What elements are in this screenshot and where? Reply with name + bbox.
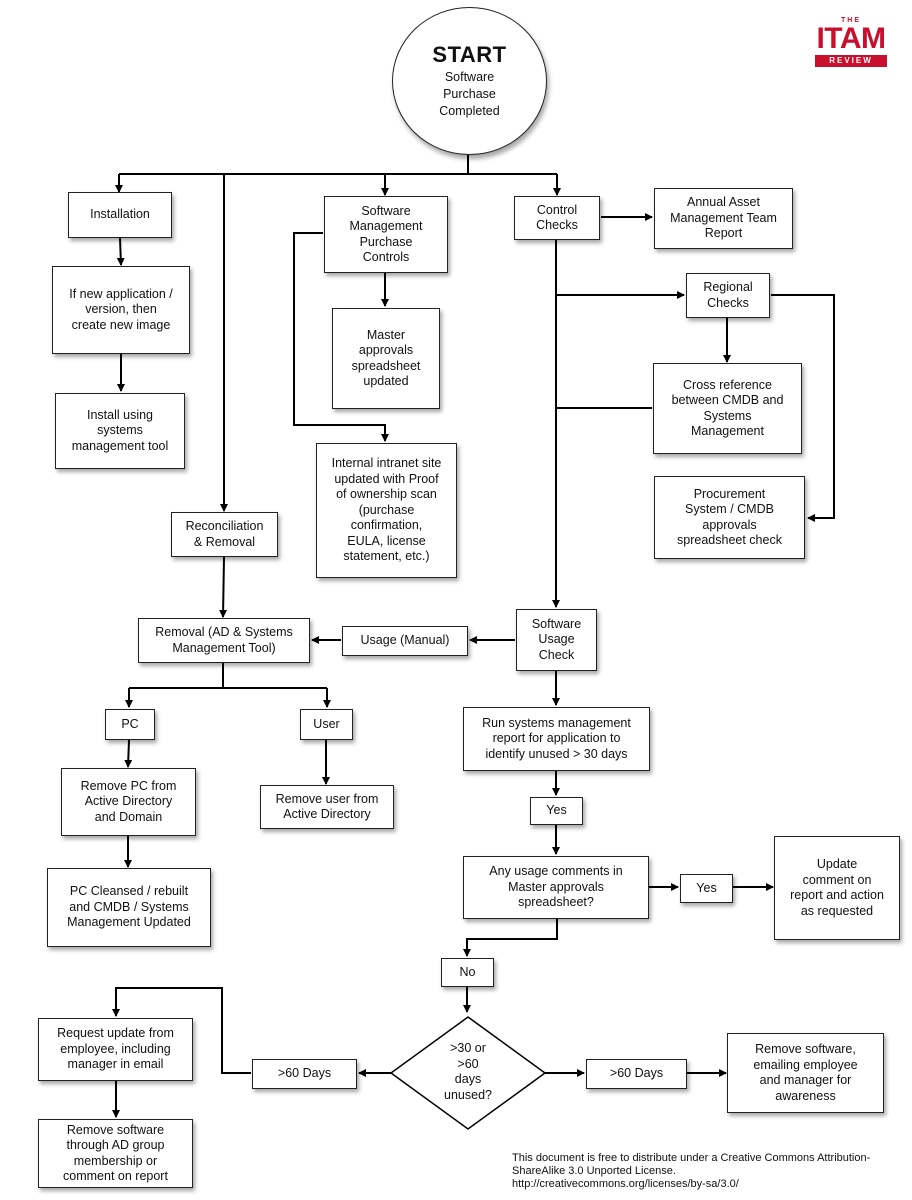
annual-report-box: Annual Asset Management Team Report [654, 188, 793, 249]
start-subtitle: Software Purchase Completed [439, 69, 500, 118]
install-tool-box: Install using systems management tool [55, 393, 185, 469]
request-update-box: Request update from employee, including … [38, 1018, 193, 1081]
removal-box: Removal (AD & Systems Management Tool) [138, 618, 310, 663]
start-title: START [432, 41, 507, 67]
right-60-days-box: >60 Days [586, 1059, 687, 1089]
regional-checks-box: Regional Checks [686, 273, 770, 318]
remove-software-box: Remove software, emailing employee and m… [727, 1033, 884, 1113]
license-url: http://creativecommons.org/licenses/by-s… [512, 1178, 739, 1190]
decision-diamond [389, 1016, 547, 1130]
purchase-controls-box: Software Management Purchase Controls [324, 196, 448, 273]
left-60-days-box: >60 Days [252, 1059, 357, 1089]
cross-reference-box: Cross reference between CMDB and Systems… [653, 363, 802, 454]
control-checks-box: Control Checks [514, 196, 600, 240]
logo-the-text: THE [841, 17, 861, 24]
license-notice: This document is free to distribute unde… [512, 1152, 907, 1191]
decision-label: >30 or >60 days unused? [444, 1041, 492, 1102]
usage-manual-box: Usage (Manual) [342, 626, 468, 656]
usage-check-box: Software Usage Check [516, 609, 597, 671]
new-image-box: If new application / version, then creat… [52, 266, 190, 354]
user-box: User [300, 709, 353, 740]
itam-review-logo: THE ITAM REVIEW [813, 17, 889, 72]
start-node: START Software Purchase Completed [392, 7, 547, 155]
logo-itam-text: ITAM [816, 22, 886, 55]
reconciliation-box: Reconciliation & Removal [171, 512, 278, 557]
intranet-box: Internal intranet site updated with Proo… [316, 443, 457, 578]
pc-box: PC [105, 709, 155, 740]
license-line-1: This document is free to distribute unde… [512, 1152, 871, 1164]
run-report-box: Run systems management report for applic… [463, 707, 650, 771]
pc-cleansed-box: PC Cleansed / rebuilt and CMDB / Systems… [47, 868, 211, 947]
installation-box: Installation [68, 192, 172, 238]
no-box: No [441, 958, 494, 987]
license-line-2: ShareAlike 3.0 Unported License. [512, 1165, 676, 1177]
logo-review-text: REVIEW [815, 55, 887, 67]
yes-box-1: Yes [530, 797, 583, 825]
yes-box-2: Yes [680, 874, 733, 903]
usage-comments-box: Any usage comments in Master approvals s… [463, 856, 649, 919]
remove-pc-box: Remove PC from Active Directory and Doma… [61, 768, 196, 836]
remove-via-ad-box: Remove software through AD group members… [38, 1119, 193, 1188]
update-comment-box: Update comment on report and action as r… [774, 836, 900, 940]
remove-user-box: Remove user from Active Directory [260, 785, 394, 829]
master-updated-box: Master approvals spreadsheet updated [332, 308, 440, 409]
procurement-box: Procurement System / CMDB approvals spre… [654, 476, 805, 559]
